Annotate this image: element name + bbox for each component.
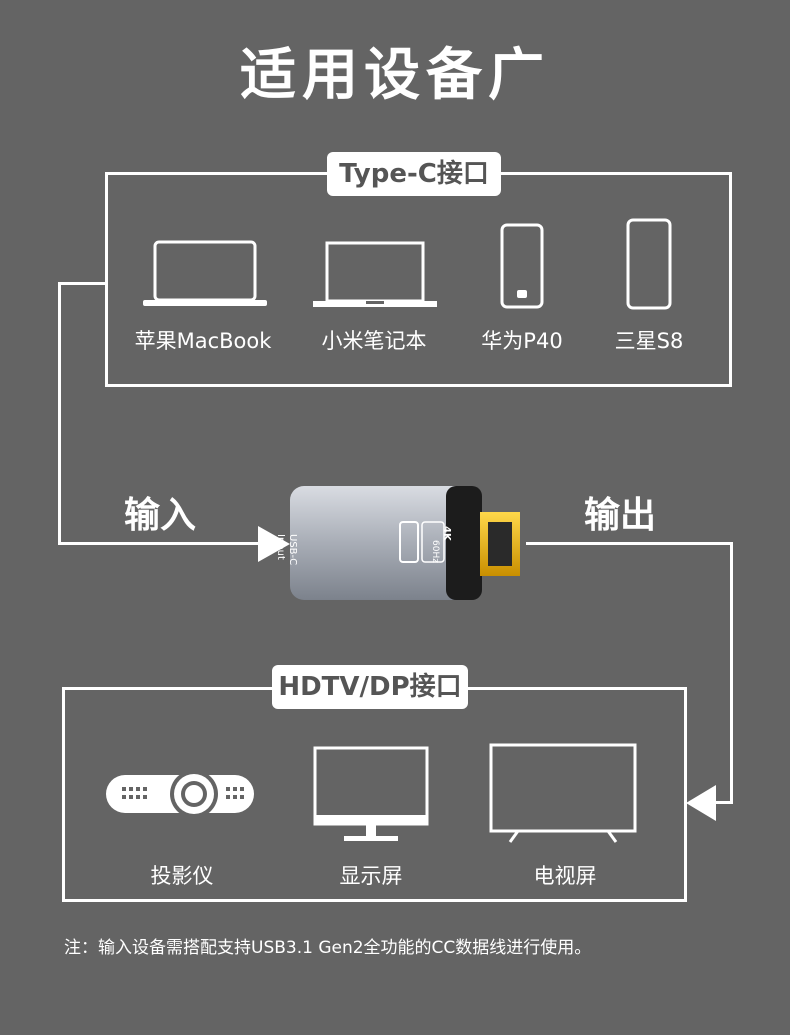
port-text-input: Input — [275, 534, 286, 560]
output-label: 输出 — [584, 495, 657, 536]
input-label: 输入 — [124, 495, 197, 536]
laptop-icon — [313, 241, 437, 307]
port-text-usbc: USB-C — [287, 534, 298, 566]
hdtv-dp-tag: HDTV/DP接口 — [272, 665, 468, 709]
device-label-huawei: 华为P40 — [481, 329, 563, 353]
projector-icon — [106, 770, 254, 818]
tv-icon — [489, 743, 637, 843]
output-line-bottom — [710, 801, 733, 804]
device-label-tv: 电视屏 — [533, 864, 597, 888]
page-title: 适用设备广 — [240, 43, 550, 108]
input-line-top — [58, 282, 108, 285]
adapter-icon — [290, 486, 520, 600]
device-label-xiaomi: 小米笔记本 — [321, 329, 427, 353]
input-line-bottom — [58, 542, 263, 545]
macbook-icon — [143, 240, 267, 306]
phone-icon — [500, 223, 544, 309]
device-label-monitor: 显示屏 — [339, 864, 403, 888]
input-line-vertical — [58, 282, 61, 544]
output-line-top — [526, 542, 733, 545]
type-c-tag: Type-C接口 — [327, 152, 501, 196]
device-label-macbook: 苹果MacBook — [134, 329, 272, 353]
output-arrow-icon — [686, 785, 716, 821]
output-line-vertical — [730, 542, 733, 804]
phone-icon-2 — [626, 218, 672, 310]
device-label-projector: 投影仪 — [150, 864, 214, 888]
footnote: 注：输入设备需搭配支持USB3.1 Gen2全功能的CC数据线进行使用。 — [64, 938, 592, 958]
badge-60hz: 60Hz — [430, 540, 440, 563]
badge-4k: 4K — [441, 526, 452, 541]
monitor-icon — [313, 746, 429, 841]
input-arrow-icon — [258, 526, 290, 562]
device-label-samsung: 三星S8 — [614, 329, 684, 353]
